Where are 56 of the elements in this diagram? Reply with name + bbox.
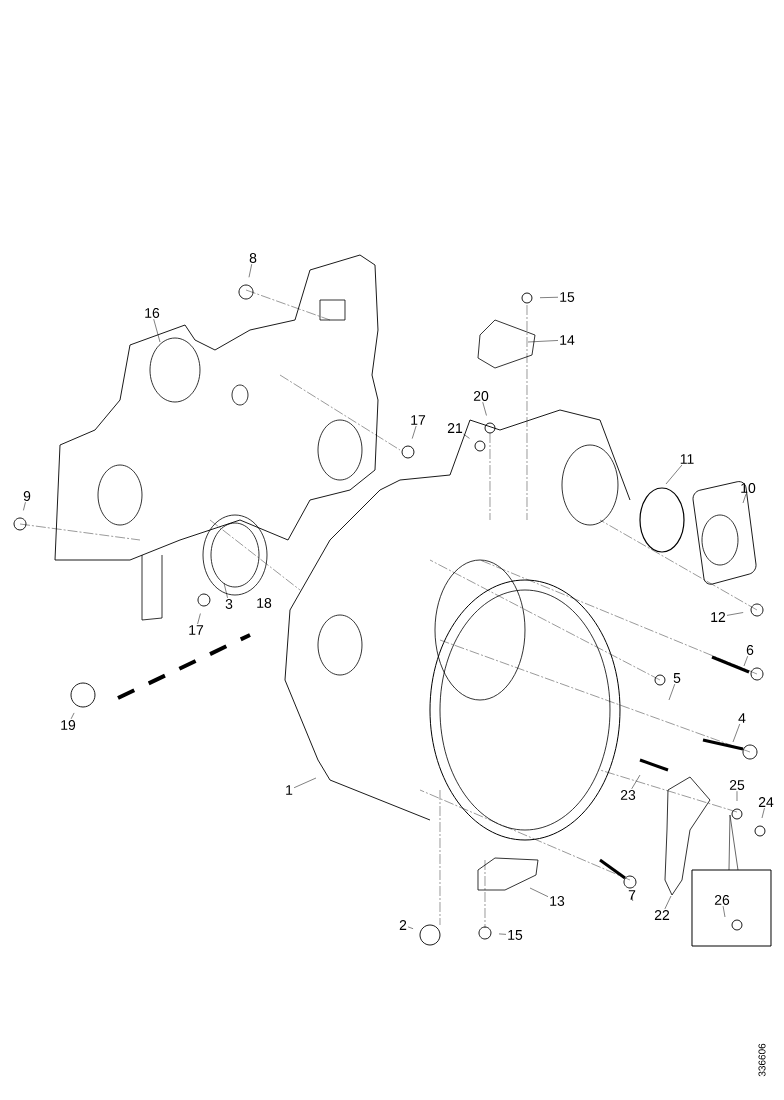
callout-number: 20 (473, 391, 489, 401)
leader-line (293, 777, 317, 788)
leader-line (529, 887, 549, 897)
leader-line (664, 895, 672, 910)
leader-line (70, 712, 75, 720)
callout-number: 7 (628, 890, 636, 900)
callout-number: 9 (23, 491, 31, 501)
callout-number: 12 (711, 612, 726, 622)
callout-number: 18 (257, 598, 272, 608)
leader-line (498, 933, 507, 935)
callout-number: 11 (680, 454, 694, 464)
callout-number: 23 (620, 790, 636, 800)
callout-number: 10 (741, 483, 756, 493)
callout-number: 8 (249, 253, 257, 263)
leader-line (742, 493, 747, 504)
leader-line (736, 790, 738, 802)
leader-line (197, 613, 201, 625)
callout-number: 15 (508, 930, 523, 940)
callout-number: 17 (411, 415, 426, 425)
leader-line (668, 683, 676, 701)
leader-line (732, 723, 740, 743)
leader-line (631, 774, 641, 790)
leader-line (248, 263, 252, 278)
callout-number: 14 (560, 335, 575, 345)
callout-number: 1 (286, 785, 293, 795)
leader-line (23, 501, 26, 511)
callout-number: 25 (729, 780, 745, 790)
callout-number: 24 (758, 797, 774, 807)
callout-number: 5 (673, 673, 681, 683)
callout-number: 16 (145, 308, 160, 318)
callout-number: 2 (399, 920, 407, 930)
callout-number: 6 (746, 645, 754, 655)
leader-line (539, 297, 559, 298)
leader-line (726, 612, 744, 616)
callout-number: 26 (714, 895, 730, 905)
callout-number: 22 (654, 910, 670, 920)
callout-number: 4 (738, 713, 746, 723)
leader-line (223, 582, 228, 599)
leader-line (527, 340, 559, 343)
leader-line (631, 895, 633, 902)
callout-number: 21 (447, 423, 463, 433)
callout-number: 3 (225, 599, 233, 609)
callout-number: 15 (560, 292, 575, 302)
callout-number: 13 (550, 896, 565, 906)
leader-line (761, 807, 765, 819)
leader-line (411, 425, 417, 439)
leader-line (407, 926, 414, 929)
leader-line (665, 464, 683, 485)
leader-line (722, 905, 726, 918)
leader-line (463, 433, 470, 439)
drawing-number: 336606 (758, 1043, 766, 1077)
leader-line (482, 401, 487, 416)
callout-number: 19 (61, 720, 76, 730)
leader-line (743, 655, 748, 667)
callout-number: 17 (189, 625, 204, 635)
leader-line (153, 318, 161, 343)
